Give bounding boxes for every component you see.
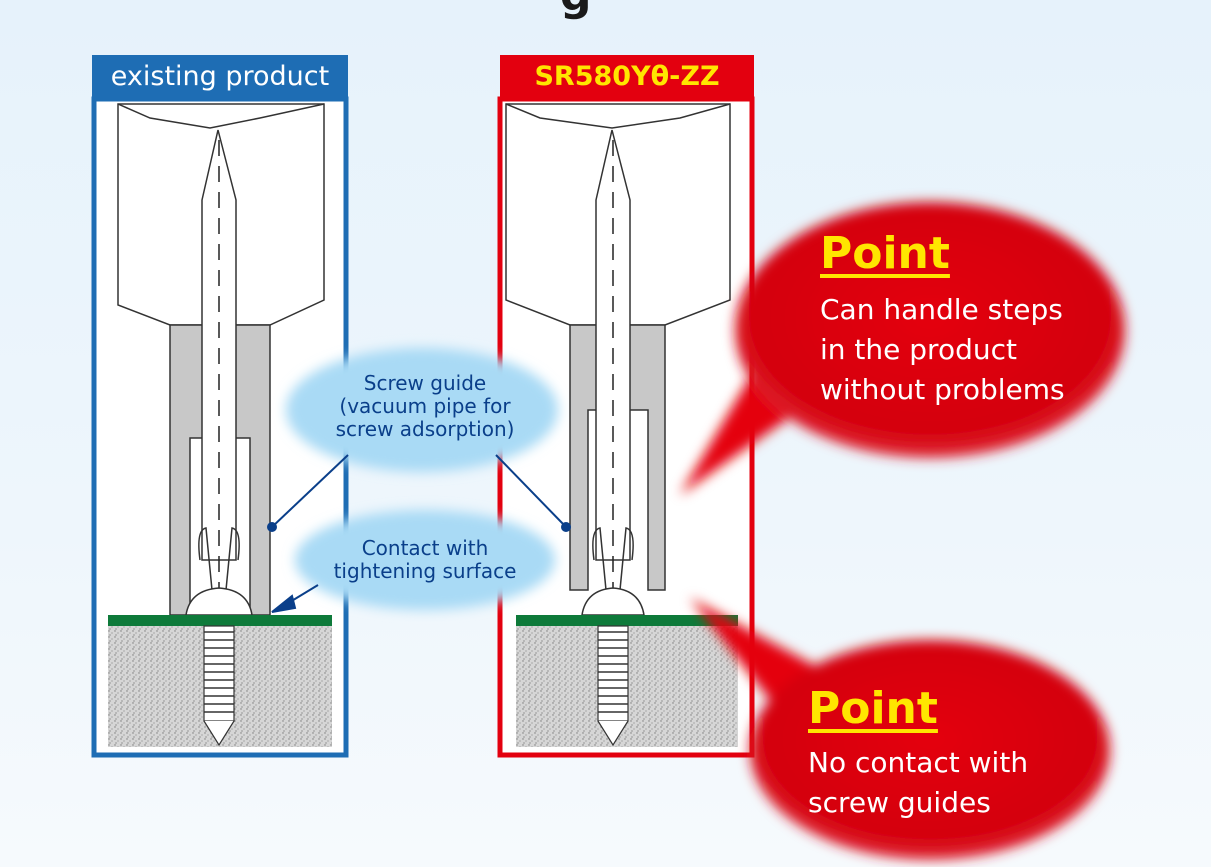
top-title-fragment: g — [560, 0, 592, 21]
point-title-upper: Point — [820, 228, 950, 279]
screw-guide-line-1: Screw guide — [363, 371, 487, 395]
screw-guide-line-3: screw adsorption) — [335, 417, 515, 441]
screw-guide-callout — [286, 348, 558, 472]
point-bubble-lower — [690, 598, 1110, 860]
point-text-lower: No contact with screw guides — [808, 743, 1108, 823]
contact-text: Contact with tightening surface — [300, 537, 550, 583]
contact-line-2: tightening surface — [333, 559, 517, 583]
point-lower-line-1: No contact with — [808, 746, 1029, 779]
point-bubble-upper — [680, 202, 1125, 495]
contact-line-1: Contact with — [361, 536, 489, 560]
point-text-upper: Can handle steps in the product without … — [820, 290, 1140, 410]
point-upper-line-1: Can handle steps — [820, 293, 1063, 326]
point-upper-line-2: in the product — [820, 333, 1017, 366]
existing-product-label: existing product — [92, 55, 348, 99]
screw-guide-text: Screw guide (vacuum pipe for screw adsor… — [300, 372, 550, 441]
sr580-label: SR580Yθ-ZZ — [500, 55, 754, 99]
screw-guide-line-2: (vacuum pipe for — [339, 394, 511, 418]
point-title-lower: Point — [808, 683, 938, 734]
existing-product-panel — [91, 96, 349, 758]
point-lower-line-2: screw guides — [808, 786, 991, 819]
contact-callout — [295, 510, 555, 610]
leader-lines — [267, 454, 571, 613]
point-upper-line-3: without problems — [820, 373, 1065, 406]
